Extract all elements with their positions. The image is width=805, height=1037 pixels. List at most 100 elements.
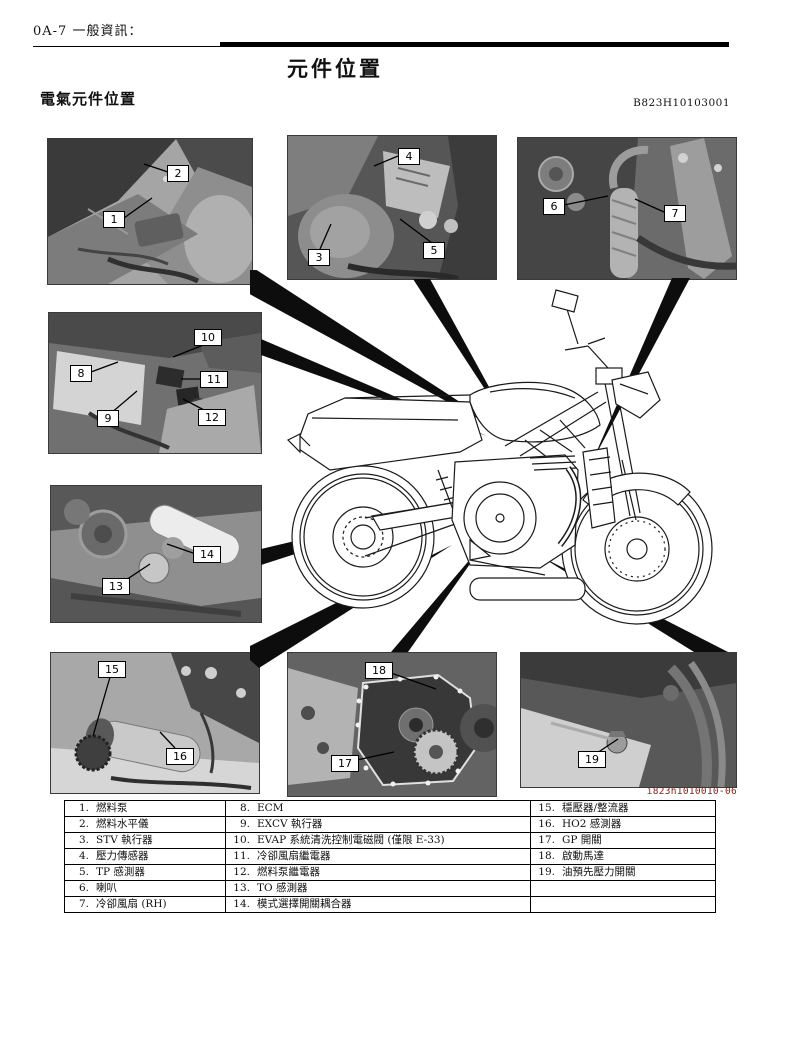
callout-15: 15 — [98, 661, 126, 678]
legend-cell: 17. GP 開關 — [531, 833, 716, 849]
legend-item-label: 油預先壓力開關 — [562, 866, 636, 878]
photo-panel-oil-switch — [520, 652, 737, 788]
legend-item-label: 喇叭 — [96, 882, 117, 894]
motorcycle-line-art — [286, 289, 713, 625]
legend-item-number: 6. — [78, 882, 89, 894]
legend-item-number: 2. — [78, 818, 89, 830]
callout-19: 19 — [578, 751, 606, 768]
legend-item-label: EVAP 系統清洗控制電磁閥 (僅限 E-33) — [257, 834, 445, 846]
legend-cell: 2. 燃料水平儀 — [65, 817, 226, 833]
legend-item-label: 燃料泵 — [96, 802, 128, 814]
legend-cell: 5. TP 感測器 — [65, 865, 226, 881]
callout-6: 6 — [543, 198, 565, 215]
legend-item-number: 14. — [233, 898, 250, 910]
legend-item-number: 11. — [233, 850, 250, 862]
photo-art — [51, 653, 259, 793]
legend-item-label: GP 開關 — [562, 834, 602, 846]
legend-cell-empty — [531, 897, 716, 913]
legend-item-number: 13. — [233, 882, 250, 894]
legend-item-number: 4. — [78, 850, 89, 862]
photo-art — [49, 313, 261, 453]
legend-item-label: 燃料水平儀 — [96, 818, 149, 830]
callout-5: 5 — [423, 242, 445, 259]
legend-cell: 18. 啟動馬達 — [531, 849, 716, 865]
photo-panel-regulator-ho2 — [50, 652, 260, 794]
legend-item-label: 燃料泵繼電器 — [257, 866, 320, 878]
legend-item-number: 10. — [233, 834, 250, 846]
photo-art — [51, 486, 261, 622]
legend-cell: 8. ECM — [226, 801, 531, 817]
legend-cell: 16. HO2 感測器 — [531, 817, 716, 833]
subsection-title: 電氣元件位置 — [40, 90, 137, 108]
legend-cell: 13. TO 感測器 — [226, 881, 531, 897]
legend-item-label: STV 執行器 — [96, 834, 153, 846]
legend-item-number: 9. — [239, 818, 250, 830]
legend-cell: 10. EVAP 系統清洗控制電磁閥 (僅限 E-33) — [226, 833, 531, 849]
callout-10: 10 — [194, 329, 222, 346]
callout-16: 16 — [166, 748, 194, 765]
callout-11: 11 — [200, 371, 228, 388]
legend-cell: 4. 壓力傳感器 — [65, 849, 226, 865]
callout-12: 12 — [198, 409, 226, 426]
photo-panel-horn-fan — [517, 137, 737, 280]
section-title: 元件位置 — [287, 56, 383, 81]
callout-17: 17 — [331, 755, 359, 772]
callout-8: 8 — [70, 365, 92, 382]
legend-item-number: 1. — [78, 802, 89, 814]
legend-cell: 15. 穩壓器/整流器 — [531, 801, 716, 817]
legend-cell: 3. STV 執行器 — [65, 833, 226, 849]
legend-cell: 1. 燃料泵 — [65, 801, 226, 817]
legend-item-label: 冷卻風扇繼電器 — [257, 850, 331, 862]
legend-item-label: 穩壓器/整流器 — [562, 802, 629, 814]
legend-cell: 19. 油預先壓力開關 — [531, 865, 716, 881]
header-rule-thin — [33, 46, 729, 47]
legend-item-number: 12. — [233, 866, 250, 878]
photo-art — [48, 139, 252, 284]
doc-code: B823H10103001 — [633, 97, 730, 109]
legend-cell-empty — [531, 881, 716, 897]
callout-13: 13 — [102, 578, 130, 595]
legend-item-label: HO2 感測器 — [562, 818, 622, 830]
callout-1: 1 — [103, 211, 125, 228]
header-rule-thick — [220, 42, 729, 46]
legend-cell: 11. 冷卻風扇繼電器 — [226, 849, 531, 865]
callout-4: 4 — [398, 148, 420, 165]
legend-item-label: EXCV 執行器 — [257, 818, 323, 830]
callout-9: 9 — [97, 410, 119, 427]
callout-2: 2 — [167, 165, 189, 182]
photo-panel-fuel-pump — [47, 138, 253, 285]
legend-item-number: 7. — [78, 898, 89, 910]
photo-art — [518, 138, 736, 279]
callout-14: 14 — [193, 546, 221, 563]
photo-art — [521, 653, 736, 787]
motorcycle-diagram — [250, 270, 728, 668]
legend-cell: 14. 模式選擇開關耦合器 — [226, 897, 531, 913]
figure-caption: i823h1010010-06 — [646, 786, 737, 797]
legend-cell: 7. 冷卻風扇 (RH) — [65, 897, 226, 913]
legend-item-label: TO 感測器 — [257, 882, 308, 894]
legend-item-number: 16. — [538, 818, 555, 830]
legend-item-number: 18. — [538, 850, 555, 862]
legend-item-number: 15. — [538, 802, 555, 814]
callout-3: 3 — [308, 249, 330, 266]
legend-item-label: 壓力傳感器 — [96, 850, 149, 862]
legend-cell: 12. 燃料泵繼電器 — [226, 865, 531, 881]
legend-item-label: TP 感測器 — [96, 866, 145, 878]
legend-item-label: ECM — [257, 802, 284, 814]
legend-item-label: 冷卻風扇 (RH) — [96, 898, 167, 910]
photo-art — [288, 653, 496, 796]
photo-panel-to-sensor — [50, 485, 262, 623]
legend-item-number: 5. — [78, 866, 89, 878]
legend-item-number: 8. — [239, 802, 250, 814]
page-header: 0A-7 一般資訊： — [33, 24, 143, 39]
legend-item-number: 3. — [78, 834, 89, 846]
photo-panel-ecm-relays — [48, 312, 262, 454]
legend-cell: 6. 喇叭 — [65, 881, 226, 897]
legend-cell: 9. EXCV 執行器 — [226, 817, 531, 833]
legend-item-number: 19. — [538, 866, 555, 878]
callout-18: 18 — [365, 662, 393, 679]
legend-item-label: 模式選擇開關耦合器 — [257, 898, 352, 910]
legend-item-label: 啟動馬達 — [562, 850, 604, 862]
legend-table: 1. 燃料泵 8. ECM 15. 穩壓器/整流器 2. 燃料水平儀 9. EXCV 執行… — [64, 800, 716, 913]
legend-item-number: 17. — [538, 834, 555, 846]
